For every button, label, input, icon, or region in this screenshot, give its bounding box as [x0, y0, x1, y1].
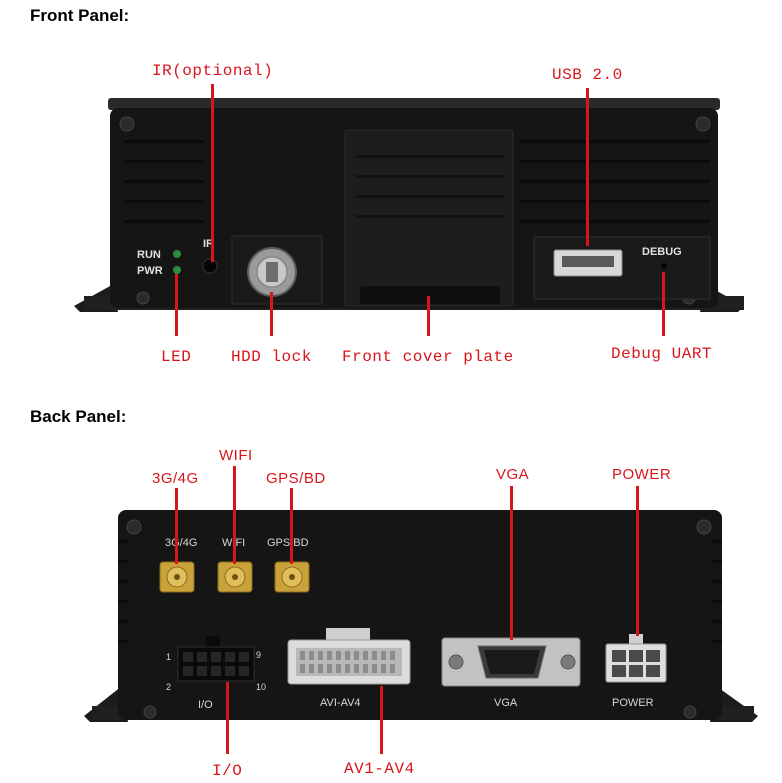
pwr-label: PWR: [137, 265, 163, 277]
label-vga: VGA: [494, 697, 518, 709]
callout-av: AV1-AV4: [344, 760, 415, 778]
pwr-led-icon: [173, 266, 181, 274]
ir-label: IR: [203, 238, 214, 250]
screw-icon: [119, 116, 135, 132]
leader-front-cover: [427, 296, 430, 336]
callout-wifi: WIFI: [219, 447, 253, 464]
callout-3g4g: 3G/4G: [152, 470, 199, 487]
av-connector-icon: [287, 628, 411, 685]
debug-port: [661, 263, 667, 269]
back-panel-title: Back Panel:: [30, 407, 127, 426]
leader-vga: [510, 486, 513, 640]
back-device-body: [118, 510, 722, 720]
callout-ir-optional: IR(optional): [152, 62, 274, 80]
screw-icon: [696, 519, 712, 535]
label-pin-1: 1: [166, 652, 171, 662]
label-gps: GPS/BD: [267, 537, 309, 549]
leader-power: [636, 486, 639, 636]
label-pin-9: 9: [256, 650, 261, 660]
front-panel-title: Front Panel:: [30, 6, 130, 25]
callout-vga: VGA: [496, 466, 530, 483]
screw-icon: [695, 116, 711, 132]
leader-av: [380, 686, 383, 754]
label-power: POWER: [612, 697, 654, 709]
ir-window: [202, 258, 218, 274]
callout-power: POWER: [612, 466, 672, 483]
run-led-icon: [173, 250, 181, 258]
screw-icon: [126, 519, 142, 535]
callout-debug-uart: Debug UART: [611, 345, 713, 363]
callout-front-cover: Front cover plate: [342, 348, 514, 366]
leader-hdd-lock: [270, 292, 273, 336]
callout-hdd-lock: HDD lock: [231, 348, 312, 366]
leader-io: [226, 682, 229, 754]
leader-debug: [662, 272, 665, 336]
screw-icon: [683, 705, 697, 719]
leader-wifi: [233, 466, 236, 564]
callout-usb: USB 2.0: [552, 66, 623, 84]
leader-ir: [211, 84, 214, 262]
antenna-wifi-icon: [217, 561, 253, 593]
label-pin-10: 10: [256, 682, 266, 692]
screw-icon: [136, 291, 150, 305]
antenna-gps-icon: [274, 561, 310, 593]
leader-3g4g: [175, 488, 178, 564]
antenna-3g4g-icon: [159, 561, 195, 593]
callout-led: LED: [161, 348, 192, 366]
label-pin-2: 2: [166, 682, 171, 692]
label-io: I/O: [198, 699, 213, 711]
label-3g4g: 3G/4G: [165, 537, 197, 549]
power-connector-icon: [605, 634, 667, 683]
label-av: AVI-AV4: [320, 697, 361, 709]
vga-connector-icon: [441, 637, 581, 687]
leader-gps: [290, 488, 293, 564]
leader-usb: [586, 88, 589, 246]
leader-led: [175, 274, 178, 336]
run-label: RUN: [137, 249, 161, 261]
screw-icon: [143, 705, 157, 719]
debug-label: DEBUG: [642, 246, 682, 258]
io-connector-icon: [177, 636, 255, 682]
front-panel-image: RUN PWR IR DEBUG: [74, 98, 744, 312]
cover-handle: [360, 286, 500, 304]
callout-gps: GPS/BD: [266, 470, 326, 487]
callout-io: I/O: [212, 762, 243, 780]
